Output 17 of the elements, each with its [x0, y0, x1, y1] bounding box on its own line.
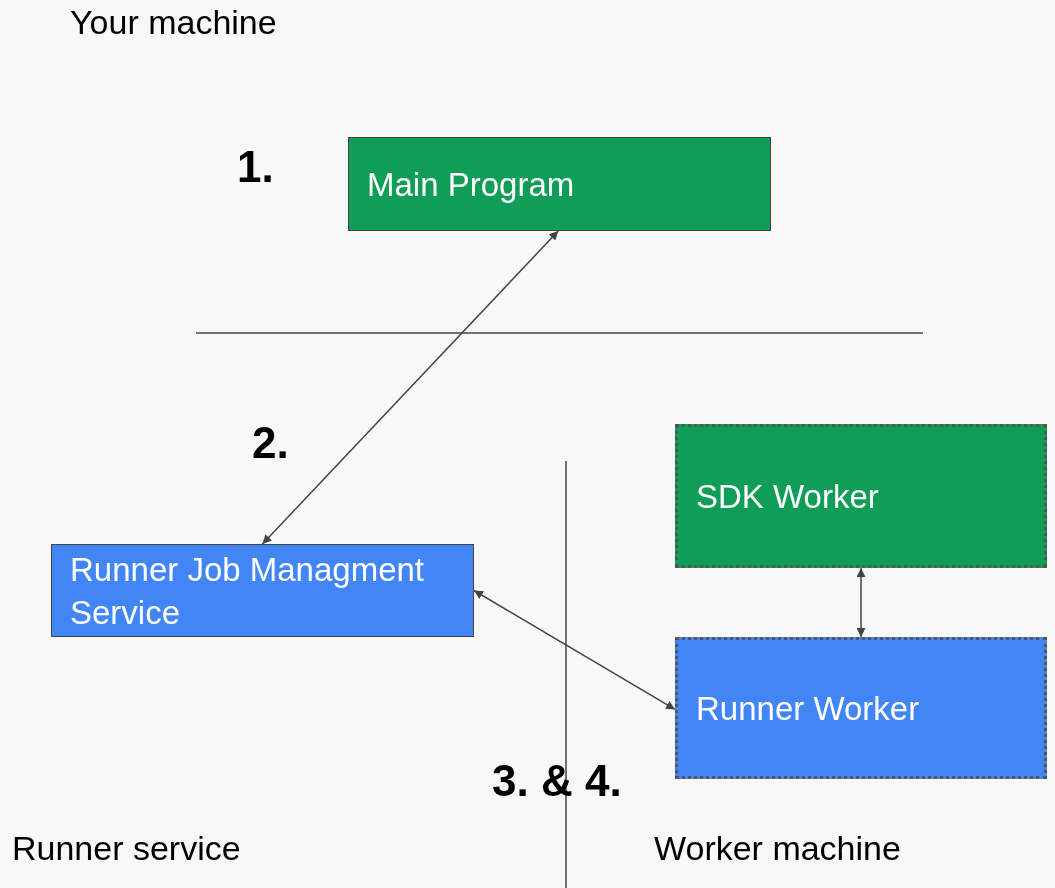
service-box — [51, 544, 474, 637]
process-box — [348, 137, 771, 231]
step-number: 3. & 4. — [492, 755, 622, 807]
node-label: Runner Worker — [696, 688, 920, 729]
region-label: Your machine — [70, 2, 277, 43]
step-number: 2. — [252, 417, 289, 469]
arrow — [856, 567, 866, 638]
worker-box — [675, 424, 1047, 568]
arrow — [473, 589, 676, 711]
node-label: Main Program — [367, 164, 575, 205]
node-label: SDK Worker — [696, 476, 879, 517]
node-label: Runner Job Managment Service — [70, 550, 426, 633]
region-label: Runner service — [12, 828, 241, 869]
region-label: Worker machine — [654, 828, 901, 869]
step-number: 1. — [237, 141, 274, 193]
worker-box — [675, 637, 1047, 779]
arrow — [261, 230, 559, 545]
